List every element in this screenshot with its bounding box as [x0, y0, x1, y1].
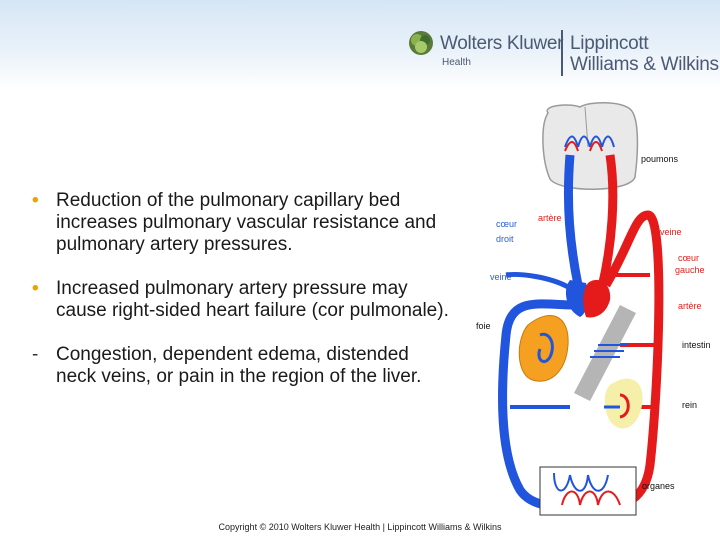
brand-williams-wilkins: Williams & Wilkins	[570, 54, 719, 75]
label-veine-left: veine	[490, 272, 512, 282]
liver-shape	[518, 315, 569, 382]
bullet-list: • Reduction of the pulmonary capillary b…	[32, 190, 452, 410]
intestine-shape	[574, 305, 636, 401]
aorta	[602, 210, 664, 512]
bullet-marker: •	[32, 190, 39, 211]
bullet-text: Increased pulmonary artery pressure may …	[56, 278, 449, 321]
header-banner: Wolters Kluwer Health Lippincott William…	[0, 0, 720, 90]
label-poumons: poumons	[641, 154, 679, 164]
pulmonary-artery	[563, 154, 583, 286]
bullet-item: - Congestion, dependent edema, distended…	[32, 344, 452, 388]
bullet-item: • Reduction of the pulmonary capillary b…	[32, 190, 452, 256]
label-veine: veine	[660, 227, 682, 237]
label-coeur-gauche-1: cœur	[678, 253, 699, 263]
label-coeur-droit-1: cœur	[496, 219, 517, 229]
label-foie: foie	[476, 321, 491, 331]
wolters-kluwer-logo-icon	[409, 31, 433, 55]
label-rein: rein	[682, 400, 697, 410]
vena-cava	[498, 299, 575, 512]
brand-divider	[561, 30, 563, 76]
label-intestin: intestin	[682, 340, 711, 350]
label-organes: organes	[642, 481, 675, 491]
label-coeur-droit-2: droit	[496, 234, 514, 244]
brand-health: Health	[442, 57, 471, 68]
label-artere-top: artère	[538, 213, 562, 223]
bullet-item: • Increased pulmonary artery pressure ma…	[32, 278, 452, 322]
circulation-diagram: poumons artère cœur droit veine cœur gau…	[476, 102, 711, 516]
kidney-shape	[604, 378, 643, 429]
pulmonary-vein	[597, 154, 618, 289]
label-coeur-gauche-2: gauche	[675, 265, 705, 275]
dash-marker: -	[32, 344, 39, 365]
brand-lippincott: Lippincott	[570, 33, 649, 54]
copyright-footer: Copyright © 2010 Wolters Kluwer Health |…	[218, 522, 502, 532]
brand-wolters-kluwer: Wolters Kluwer	[440, 33, 564, 54]
bullet-text: Reduction of the pulmonary capillary bed…	[56, 190, 437, 255]
label-artere-right: artère	[678, 301, 702, 311]
bullet-text: Congestion, dependent edema, distended n…	[56, 344, 422, 387]
bullet-marker: •	[32, 278, 39, 299]
heart-left	[583, 279, 611, 318]
